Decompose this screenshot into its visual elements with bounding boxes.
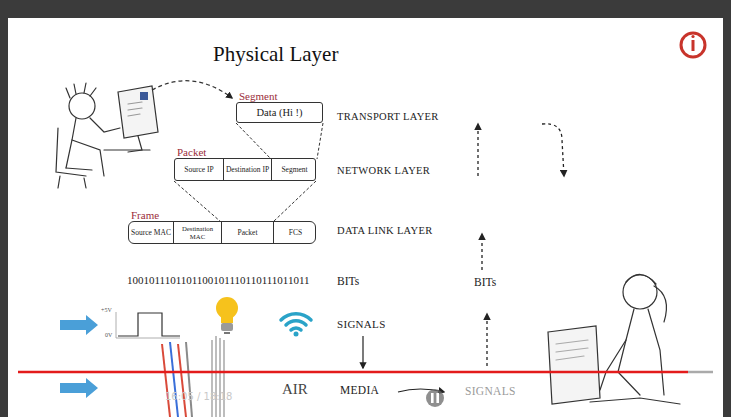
wifi-dot — [294, 332, 299, 337]
square-wave — [116, 312, 180, 338]
layer-name: SIGNALS — [337, 318, 386, 330]
layer-name: BITs — [474, 276, 496, 288]
blue-arrow — [60, 378, 98, 398]
trailer-cell: FCS — [273, 222, 317, 243]
logo — [681, 33, 705, 57]
voltage-label: 0V — [105, 332, 112, 338]
box-label: Data (Hi !) — [237, 103, 322, 122]
copper-cable — [162, 342, 192, 417]
dashed-line — [236, 123, 271, 159]
payload-cell: Segment — [271, 159, 317, 180]
chair — [56, 128, 86, 188]
bit-string: 1001011101101100101110110111011011 — [127, 274, 310, 286]
body — [66, 118, 120, 168]
wifi-arc — [286, 321, 306, 325]
wire — [162, 344, 170, 417]
layer-name: MEDIA — [340, 384, 379, 396]
bulb-glass — [216, 297, 238, 319]
fiber — [212, 336, 224, 417]
box-label: Source IP — [183, 166, 214, 174]
wire — [178, 344, 186, 417]
pulse — [118, 313, 180, 336]
box-label: Source MAC — [130, 229, 172, 237]
bulb-neck — [221, 317, 233, 323]
desk — [104, 149, 150, 150]
axis — [116, 312, 180, 338]
layer-name: NETWORK LAYER — [337, 165, 430, 176]
segment-box: SegmentData (Hi !) — [236, 102, 323, 123]
box-heading: Packet — [177, 146, 206, 158]
hair — [66, 83, 96, 98]
pause-bar — [431, 393, 434, 403]
box-label: Destination MAC — [174, 225, 221, 239]
logo-dot — [691, 35, 694, 38]
box-label: Segment — [280, 166, 308, 174]
light-bulb — [216, 297, 238, 333]
frame-box: FrameSource MACDestination MACPacketFCS — [128, 221, 316, 244]
pause-circle — [426, 389, 444, 407]
wifi-symbol — [281, 314, 311, 337]
voltage-label: +5V — [101, 307, 112, 313]
monitor — [118, 86, 158, 138]
layer-name: BITs — [337, 275, 359, 287]
layer-name: SIGNALS — [465, 385, 516, 397]
box-label: FCS — [288, 229, 303, 237]
medium-name: AIR — [282, 381, 308, 398]
dashed-line — [273, 181, 316, 222]
dashed-line — [317, 123, 323, 159]
encapsulation-connector — [236, 123, 323, 159]
desk — [590, 398, 680, 404]
packet-box: PacketSource IPDestination IPSegment — [174, 158, 316, 181]
wire — [186, 342, 192, 417]
box-heading: Segment — [239, 90, 278, 102]
blue-arrow — [60, 315, 98, 335]
up-arrow — [486, 314, 487, 366]
bulb-base — [221, 323, 233, 331]
down-curved-arrow — [542, 124, 564, 176]
video-time: 16:05 / 18:18 — [165, 391, 232, 402]
social-icon — [140, 92, 148, 100]
box-heading: Frame — [131, 209, 159, 221]
header-cell: Destination IP — [223, 159, 271, 180]
screen-lines — [128, 102, 142, 116]
fiber-cable — [212, 336, 224, 417]
screen-lines — [556, 340, 588, 360]
person-receiving — [548, 274, 680, 404]
layer-name: DATA LINK LAYER — [337, 225, 432, 236]
box-label: Destination IP — [225, 166, 270, 174]
down-arrow — [362, 336, 363, 368]
legs — [66, 140, 104, 176]
progress-bar — [18, 371, 688, 374]
up-arrow — [481, 234, 482, 270]
pause-button — [426, 389, 444, 407]
title: Physical Layer — [213, 42, 338, 67]
person-at-computer — [56, 83, 158, 188]
box-label: Packet — [237, 229, 259, 237]
up-arrow — [477, 124, 478, 176]
pause-bar — [436, 393, 439, 403]
arms — [600, 340, 640, 395]
layer-name: TRANSPORT LAYER — [337, 111, 439, 122]
wifi-arc — [291, 328, 301, 330]
progress-rest — [688, 371, 713, 374]
header-cell: Source IP — [175, 159, 223, 180]
logo-mark — [692, 40, 695, 51]
encapsulation-connector — [174, 181, 316, 222]
logo-ring — [681, 33, 705, 57]
bulb-tip — [224, 332, 230, 334]
dashed-line — [174, 181, 221, 222]
header-cell: Source MAC — [129, 222, 173, 243]
wire — [170, 342, 178, 417]
body — [618, 309, 664, 395]
payload-cell: Packet — [221, 222, 273, 243]
send-arrow — [152, 81, 232, 98]
head — [69, 93, 95, 119]
header-cell: Destination MAC — [173, 222, 221, 243]
monitor — [548, 326, 600, 404]
